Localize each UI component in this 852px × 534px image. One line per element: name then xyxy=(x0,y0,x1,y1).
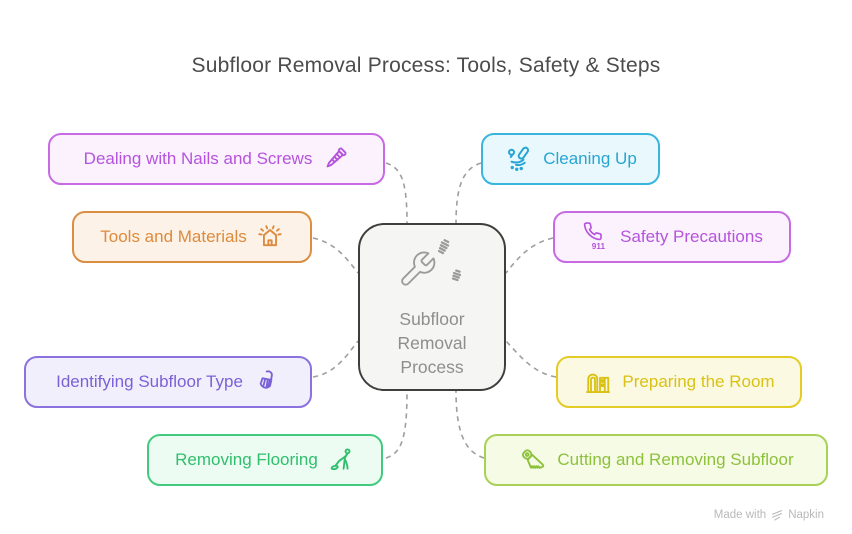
shining-house-icon xyxy=(256,223,284,251)
node-safety-precautions: 911 Safety Precautions xyxy=(553,211,791,263)
node-identifying-subfloor-type: Identifying Subfloor Type xyxy=(24,356,312,408)
connector-paths xyxy=(312,162,557,459)
page-title: Subfloor Removal Process: Tools, Safety … xyxy=(191,54,661,77)
node-cleaning-up: Cleaning Up xyxy=(481,133,660,185)
node-preparing-the-room: Preparing the Room xyxy=(556,356,802,408)
node-label: Preparing the Room xyxy=(622,372,775,391)
node-label: Removing Flooring xyxy=(175,450,318,469)
node-cutting-and-removing-subfloor: Cutting and Removing Subfloor xyxy=(484,434,828,486)
center-node: Subfloor Removal Process xyxy=(358,223,506,391)
node-label: Identifying Subfloor Type xyxy=(56,372,243,391)
node-removing-flooring: Removing Flooring xyxy=(147,434,383,486)
wrench-and-screws-icon xyxy=(393,236,471,303)
sweeping-brush-icon xyxy=(504,144,534,174)
svg-text:911: 911 xyxy=(592,242,606,251)
emergency-phone-911-icon: 911 xyxy=(581,222,611,252)
node-tools-and-materials: Tools and Materials xyxy=(72,211,312,263)
hand-saw-icon xyxy=(518,445,548,475)
node-label: Safety Precautions xyxy=(620,227,763,246)
furniture-vanity-icon xyxy=(583,367,613,397)
node-dealing-with-nails-and-screws: Dealing with Nails and Screws xyxy=(48,133,385,185)
made-with-label: Made with xyxy=(713,509,767,521)
node-label: Cleaning Up xyxy=(543,149,637,168)
brand-label: Napkin xyxy=(788,509,824,521)
center-node-label: Subfloor Removal Process xyxy=(397,308,467,377)
screw-icon xyxy=(321,145,349,173)
napkin-logo-icon xyxy=(771,509,783,521)
node-label: Tools and Materials xyxy=(100,227,247,246)
node-label: Dealing with Nails and Screws xyxy=(83,149,313,168)
hand-brush-icon xyxy=(252,368,280,396)
attribution: Made with Napkin xyxy=(714,509,824,521)
node-label: Cutting and Removing Subfloor xyxy=(557,450,794,469)
person-vacuuming-icon xyxy=(327,446,355,474)
